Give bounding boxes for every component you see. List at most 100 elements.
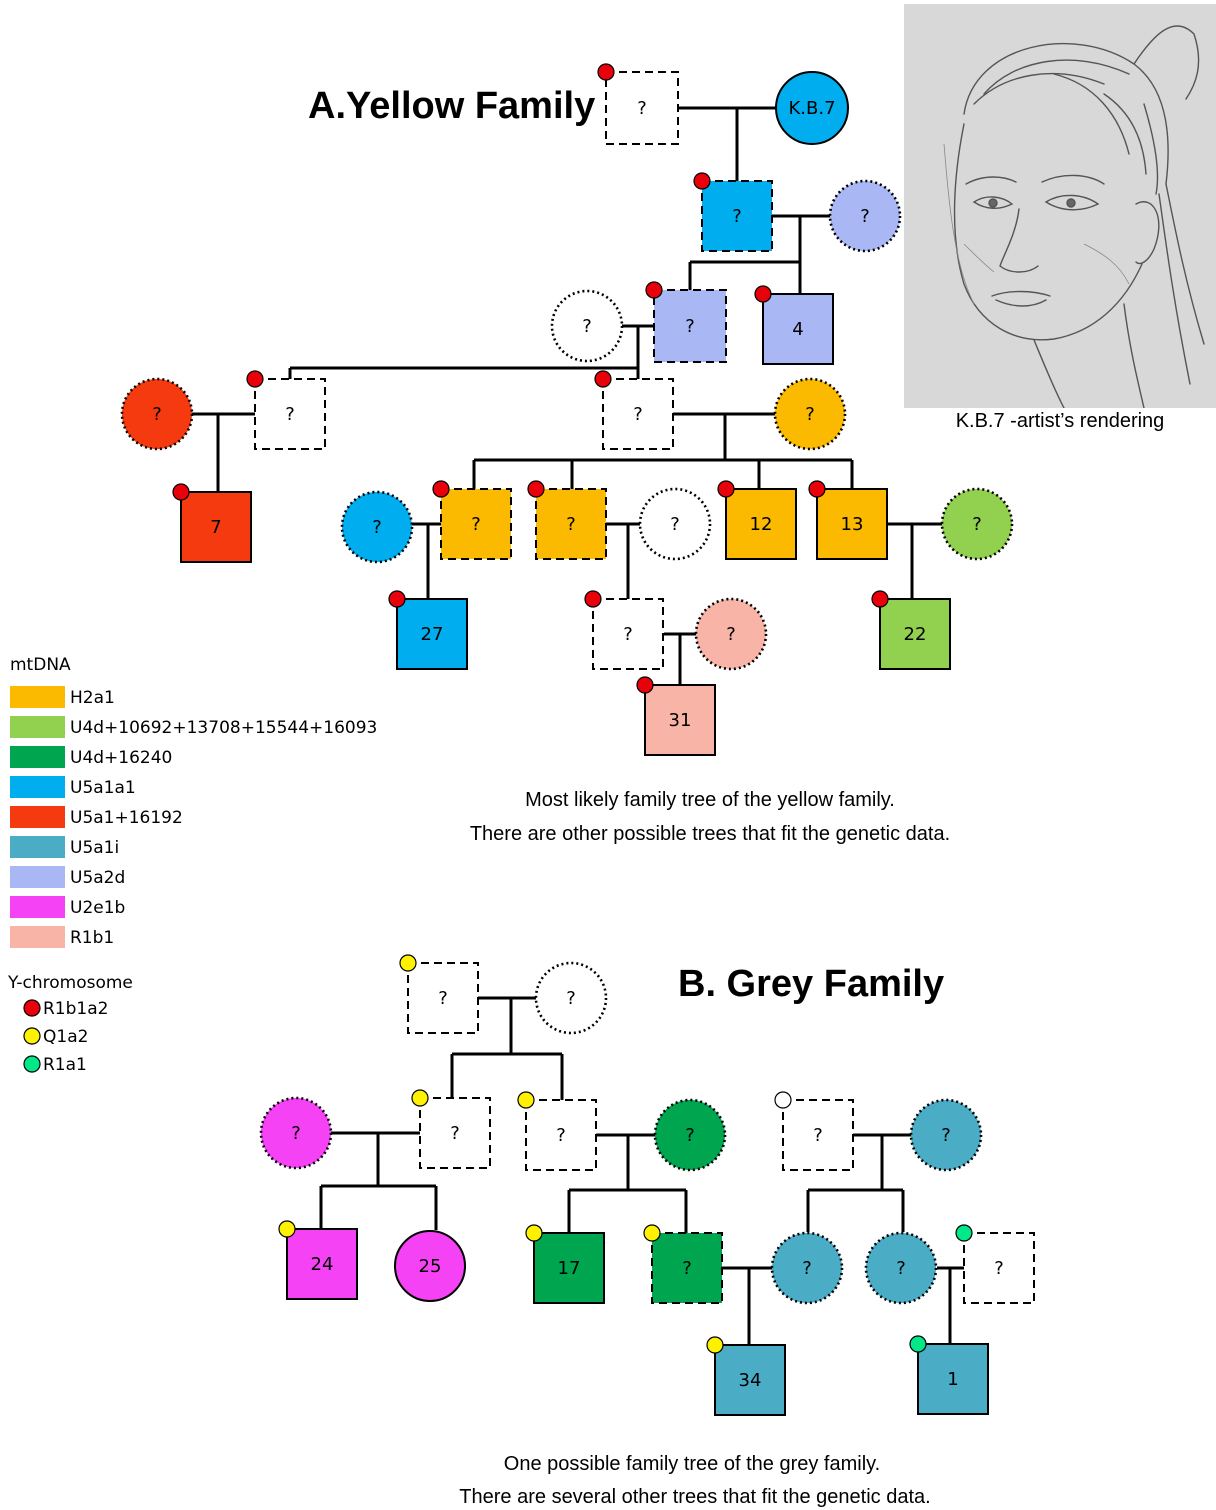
yellow-node: ? <box>645 281 727 363</box>
y-chromosome-dot <box>278 1220 296 1238</box>
yellow-node-label: ? <box>972 514 982 535</box>
yellow-node-label: ? <box>726 624 736 645</box>
y-legend-dot <box>23 1027 41 1045</box>
yellow-male-box <box>653 289 727 363</box>
grey-male-box <box>533 1232 605 1304</box>
grey-male-box <box>419 1097 491 1169</box>
y-chromosome-dot <box>693 172 711 190</box>
yellow-node: ? <box>693 172 773 252</box>
yellow-male-box <box>254 378 326 450</box>
yellow-node-label: ? <box>285 404 295 425</box>
yellow-node: ? <box>340 490 414 564</box>
yellow-node: 22 <box>871 590 951 670</box>
grey-female-circle <box>394 1230 466 1302</box>
y-chromosome-dot <box>399 954 417 972</box>
yellow-male-box <box>816 488 888 560</box>
yellow-node: 12 <box>717 480 797 560</box>
grey-male-box <box>714 1344 786 1416</box>
grey-node-label: ? <box>556 1125 566 1146</box>
yellow-female-circle <box>340 490 414 564</box>
yellow-female-circle <box>638 487 712 561</box>
mtdna-legend-label: H2a1 <box>70 688 115 708</box>
y-legend-dot <box>23 999 41 1017</box>
grey-node-label: ? <box>813 1125 823 1146</box>
grey-node-label: ? <box>896 1258 906 1279</box>
y-chromosome-dot <box>808 480 826 498</box>
y-chromosome-dot <box>584 590 602 608</box>
yellow-male-box <box>180 491 252 563</box>
grey-node: ? <box>534 961 608 1035</box>
yellow-node: 13 <box>808 480 888 560</box>
grey-node: 1 <box>909 1335 989 1415</box>
grey-node-label: ? <box>685 1125 695 1146</box>
y-chromosome-dot <box>717 480 735 498</box>
yellow-female-circle <box>828 179 902 253</box>
y-chromosome-dot <box>955 1224 973 1242</box>
portrait-caption: K.B.7 -artist’s rendering <box>955 410 1165 432</box>
grey-family-title: B. Grey Family <box>678 963 944 1005</box>
yellow-node: ? <box>940 487 1014 561</box>
yellow-node: ? <box>694 597 768 671</box>
yellow-node-label: ? <box>582 316 592 337</box>
mtdna-swatch <box>10 836 65 858</box>
y-chromosome-dot <box>525 1224 543 1242</box>
grey-male-box <box>525 1099 597 1171</box>
grey-male-box <box>963 1232 1035 1304</box>
grey-node-label: ? <box>566 988 576 1009</box>
grey-node-label: ? <box>802 1258 812 1279</box>
yellow-node-label: 22 <box>904 624 927 645</box>
yellow-female-circle <box>940 487 1014 561</box>
grey-node: ? <box>411 1089 491 1169</box>
grey-node: 24 <box>278 1220 358 1300</box>
yellow-node-label: ? <box>372 517 382 538</box>
mtdna-legend-label: U5a2d <box>70 868 125 888</box>
grey-node: ? <box>955 1224 1035 1304</box>
yellow-node-label: ? <box>633 404 643 425</box>
grey-node-label: ? <box>941 1125 951 1146</box>
grey-node-label: ? <box>450 1123 460 1144</box>
yellow-node-label: ? <box>685 316 695 337</box>
mtdna-swatch <box>10 686 65 708</box>
yellow-node: ? <box>584 590 664 670</box>
y-chromosome-dot <box>754 285 772 303</box>
mtdna-swatch <box>10 776 65 798</box>
y-chromosome-dot <box>517 1091 535 1109</box>
y-legend-label: R1b1a2 <box>43 999 108 1019</box>
grey-female-circle <box>653 1098 727 1172</box>
grey-caption-line1: One possible family tree of the grey fam… <box>504 1453 880 1475</box>
portrait-sketch <box>904 4 1216 408</box>
grey-node-label: ? <box>438 988 448 1009</box>
grey-female-circle <box>864 1231 938 1305</box>
mtdna-legend-label: R1b1 <box>70 928 114 948</box>
yellow-node: 31 <box>636 676 716 756</box>
yellow-male-box <box>762 293 834 365</box>
grey-male-box <box>917 1343 989 1415</box>
yellow-node: ? <box>550 289 624 363</box>
yellow-node: ? <box>828 179 902 253</box>
yellow-node-label: ? <box>471 514 481 535</box>
yellow-node: ? <box>120 377 194 451</box>
grey-node-label: ? <box>994 1258 1004 1279</box>
mtdna-legend-label: U4d+16240 <box>70 748 172 768</box>
yellow-family-title: A.Yellow Family <box>308 85 595 127</box>
y-legend-label: Q1a2 <box>43 1027 88 1047</box>
yellow-node: ? <box>246 370 326 450</box>
y-chromosome-legend-title: Y-chromosome <box>7 973 133 993</box>
y-chromosome-dot <box>597 63 615 81</box>
y-chromosome-dot <box>527 480 545 498</box>
grey-node: ? <box>770 1231 844 1305</box>
grey-node: ? <box>653 1098 727 1172</box>
mtdna-legend-label: U5a1+16192 <box>70 808 183 828</box>
yellow-male-box <box>725 488 797 560</box>
yellow-caption-line1: Most likely family tree of the yellow fa… <box>525 789 895 811</box>
yellow-node-label: ? <box>670 514 680 535</box>
mtdna-legend-label: U5a1a1 <box>70 778 136 798</box>
grey-node-label: 25 <box>419 1256 442 1277</box>
yellow-node-label: ? <box>732 206 742 227</box>
grey-node-label: 1 <box>947 1369 958 1390</box>
yellow-male-box <box>644 684 716 756</box>
grey-node-label: ? <box>682 1258 692 1279</box>
